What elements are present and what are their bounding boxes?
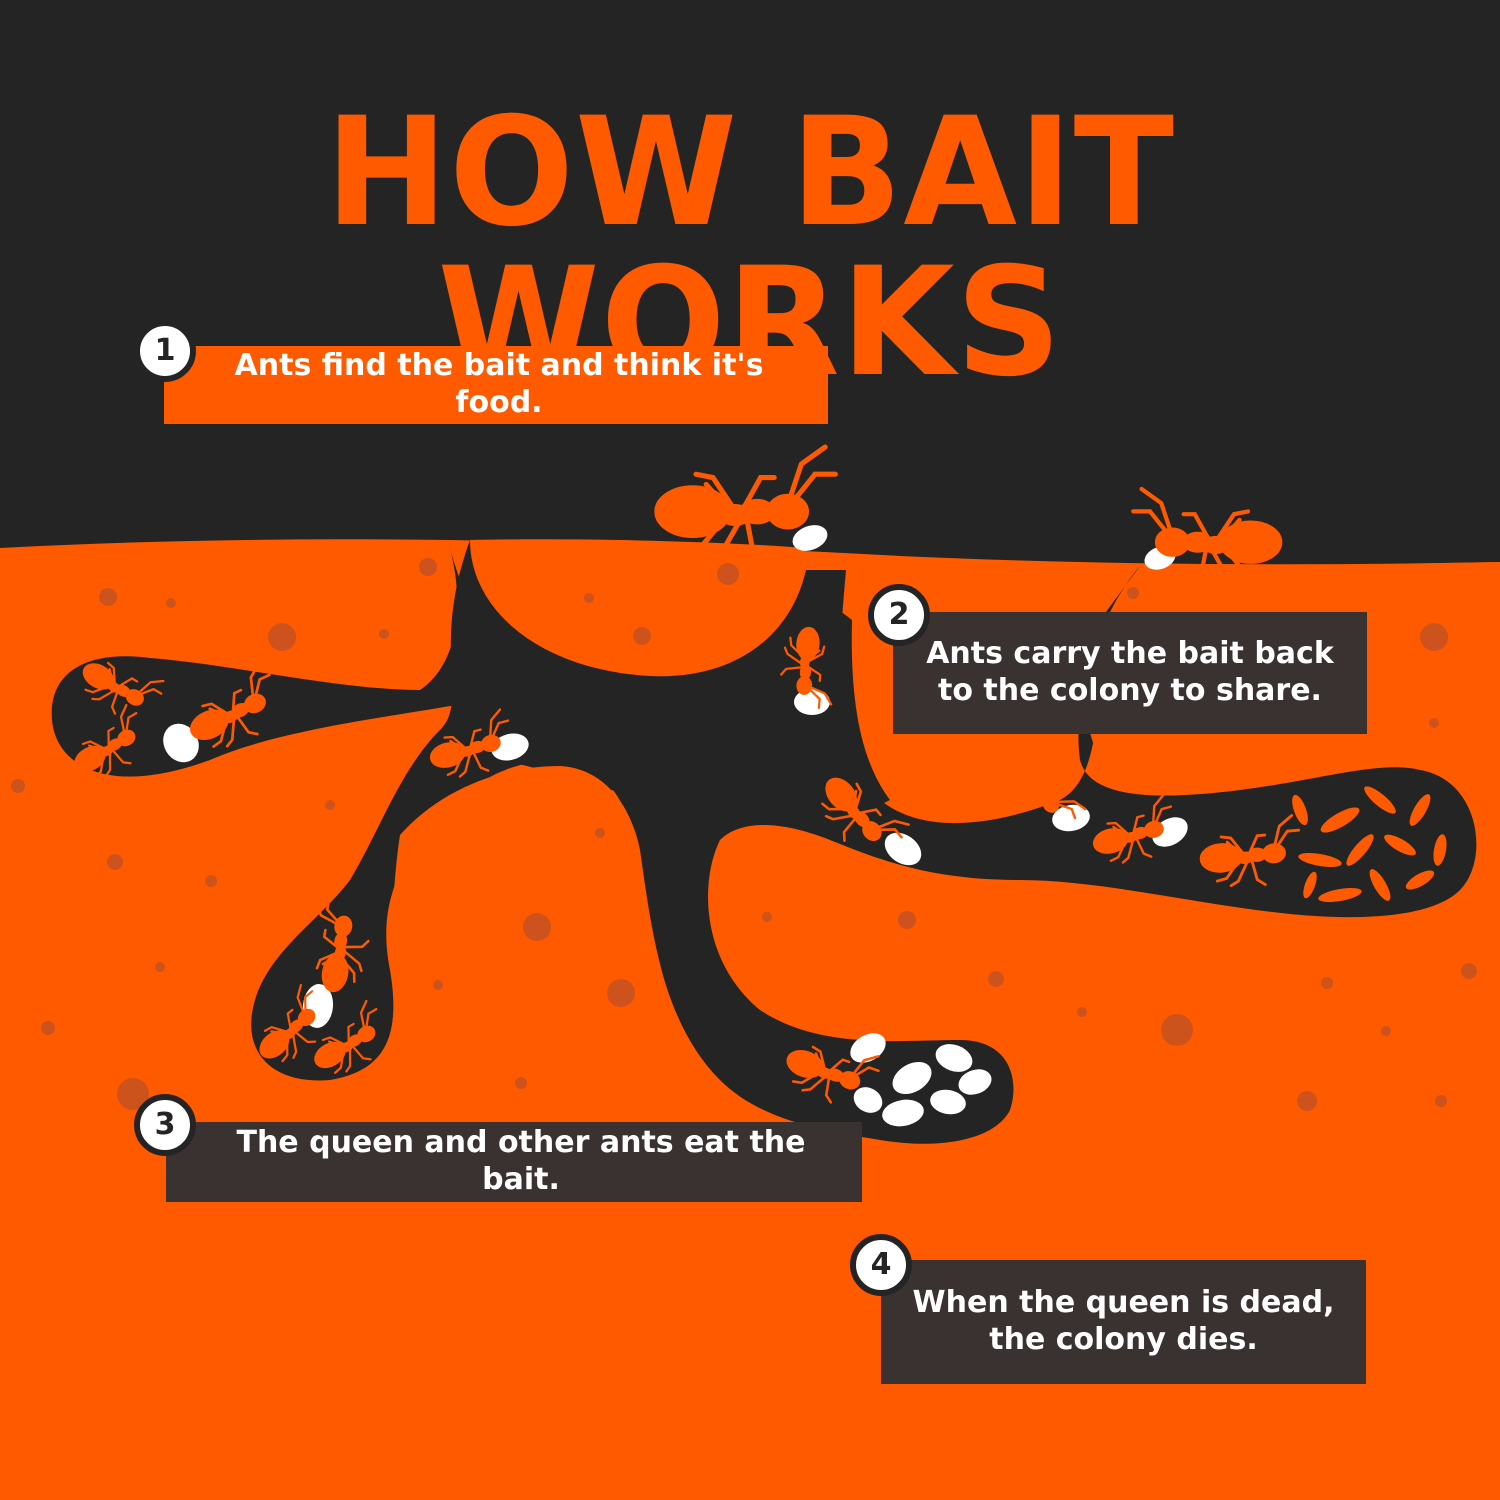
soil-island-center <box>715 829 1500 1040</box>
number-circle-icon: 1 <box>134 320 196 382</box>
step-4-text: When the queen is dead, the colony dies. <box>881 1260 1366 1384</box>
egg-cluster <box>1292 786 1447 903</box>
step-1-text: Ants find the bait and think it's food. <box>164 346 828 424</box>
number-circle-icon: 4 <box>850 1234 912 1296</box>
bait-pellets <box>163 525 1188 1127</box>
number-circle-icon: 3 <box>134 1094 196 1156</box>
step-2-text: Ants carry the bait back to the colony t… <box>893 612 1367 734</box>
tunnel-network <box>51 540 1477 1144</box>
number-circle-icon: 2 <box>868 584 930 646</box>
soil-pebbles <box>11 558 1477 1111</box>
step-3-text: The queen and other ants eat the bait. <box>166 1122 862 1202</box>
